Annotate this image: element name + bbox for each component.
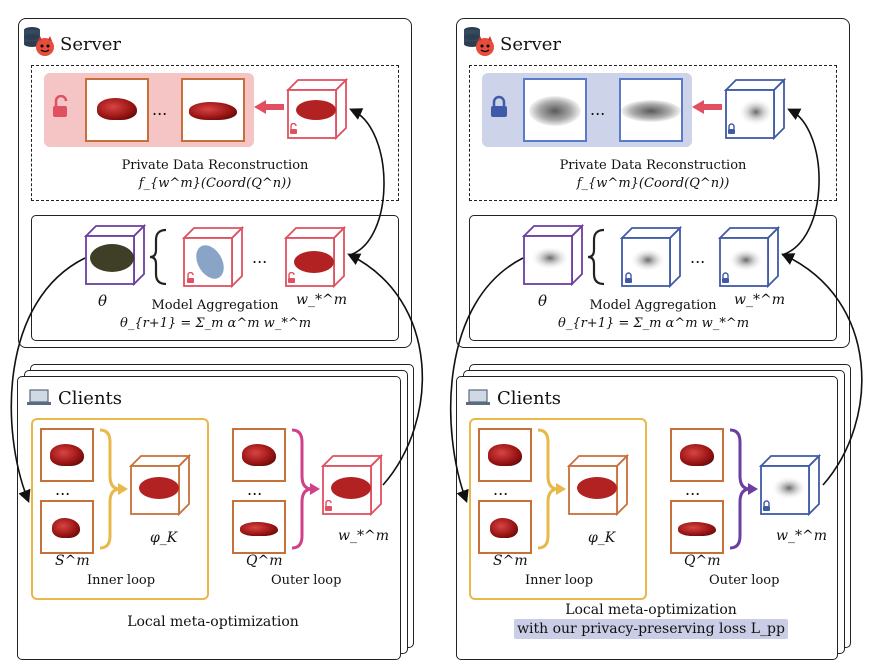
right-outer-loop-label: Outer loop (709, 573, 780, 588)
left-reconstruction-label: Private Data Reconstruction (121, 158, 309, 173)
left-reconstruction-formula: f_{w^m}(Coord(Q^n)) (138, 176, 292, 191)
left-recon-image-1 (85, 78, 149, 142)
right-reconstruction-box (469, 65, 837, 201)
right-footer2: with our privacy-preserving loss L_pp (517, 621, 785, 637)
left-agg-ellipsis: ... (252, 248, 268, 267)
brace-icon (537, 428, 566, 550)
brace-icon (99, 428, 128, 550)
right-query-image-1 (670, 428, 724, 482)
right-clients-title: Clients (497, 388, 562, 409)
left-recon-image-2 (181, 78, 245, 142)
cube-icon (285, 77, 348, 140)
database-icon (464, 27, 480, 47)
left-clients-title: Clients (58, 388, 123, 409)
right-footer2-highlight (514, 619, 788, 639)
brace-icon (587, 228, 605, 286)
lock-icon (491, 95, 507, 117)
right-recon-ellipsis: ... (590, 100, 606, 119)
brace-icon (291, 428, 320, 550)
right-support-ellipsis: ... (493, 480, 509, 499)
left-query-image-2 (232, 500, 286, 554)
unlock-icon (288, 272, 295, 283)
right-footer: Local meta-optimization (565, 602, 737, 618)
right-support-image-2 (478, 500, 532, 554)
left-client-w-label: w_*^m (338, 528, 389, 544)
left-query-image-1 (232, 428, 286, 482)
right-client-w-label: w_*^m (776, 528, 827, 544)
right-reconstruction-label: Private Data Reconstruction (559, 158, 747, 173)
left-query-ellipsis: ... (247, 480, 263, 499)
right-s-label: S^m (493, 553, 528, 569)
left-inner-loop-label: Inner loop (87, 573, 156, 588)
right-phi-label: φ_K (588, 530, 616, 546)
lock-icon (625, 272, 632, 283)
unlock-icon (290, 123, 297, 134)
devil-icon (476, 36, 494, 56)
arrow-icon (692, 100, 722, 114)
right-reconstruction-formula: f_{w^m}(Coord(Q^n)) (576, 176, 730, 191)
cube-icon (717, 225, 780, 288)
left-support-image-2 (40, 500, 94, 554)
devil-icon (36, 36, 54, 56)
left-server-title: Server (60, 34, 122, 55)
right-support-image-1 (478, 428, 532, 482)
lock-icon (763, 500, 770, 511)
lock-icon (728, 123, 735, 134)
unlock-icon (53, 95, 68, 117)
cube-icon (521, 223, 584, 286)
brace-icon (149, 228, 167, 286)
right-theta-label: θ (538, 292, 548, 310)
left-outer-loop-label: Outer loop (271, 573, 342, 588)
left-support-image-1 (40, 428, 94, 482)
right-inner-loop-box (469, 418, 647, 600)
lock-icon (722, 272, 729, 283)
right-w-label: w_*^m (734, 292, 785, 308)
cube-icon (83, 223, 146, 286)
left-s-label: S^m (55, 553, 90, 569)
right-recon-image-2 (619, 78, 683, 142)
cube-icon (566, 453, 629, 516)
left-inner-loop-box (31, 418, 209, 600)
right-query-ellipsis: ... (685, 480, 701, 499)
cube-icon (320, 453, 383, 516)
left-theta-label: θ (98, 292, 108, 310)
left-support-ellipsis: ... (55, 480, 71, 499)
right-inner-loop-label: Inner loop (525, 573, 594, 588)
laptop-icon (27, 389, 51, 405)
right-query-image-2 (670, 500, 724, 554)
right-aggregation-title: Model Aggregation (589, 298, 717, 313)
left-phi-label: φ_K (150, 530, 178, 546)
cube-icon (128, 453, 191, 516)
left-w-label: w_*^m (296, 292, 347, 308)
right-q-label: Q^m (684, 553, 721, 569)
left-footer: Local meta-optimization (127, 614, 299, 630)
right-recon-image-1 (523, 78, 587, 142)
left-aggregation-formula: θ_{r+1} = Σ_m α^m w_*^m (120, 316, 312, 331)
right-agg-ellipsis: ... (690, 248, 706, 267)
unlock-icon (187, 272, 194, 283)
left-reconstruction-box (31, 65, 399, 201)
brace-icon (729, 428, 758, 550)
right-server-title: Server (500, 34, 562, 55)
laptop-icon (466, 389, 490, 405)
arrow-icon (254, 100, 284, 114)
unlock-icon (325, 500, 332, 511)
left-recon-ellipsis: ... (152, 100, 168, 119)
left-aggregation-title: Model Aggregation (151, 298, 279, 313)
left-q-label: Q^m (246, 553, 283, 569)
right-aggregation-formula: θ_{r+1} = Σ_m α^m w_*^m (558, 316, 750, 331)
database-icon (24, 27, 40, 47)
